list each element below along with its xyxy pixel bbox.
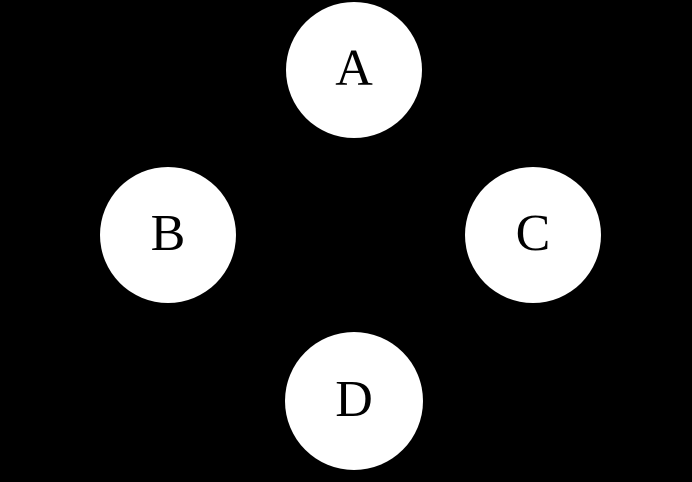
graph-node-c-label: C <box>515 205 551 262</box>
graph-node-c[interactable]: C <box>465 167 601 303</box>
graph-node-b[interactable]: B <box>100 167 236 303</box>
graph-node-b-label: B <box>150 205 186 262</box>
graph-node-a[interactable]: A <box>286 2 422 138</box>
graph-node-a-label: A <box>335 40 373 97</box>
graph-node-d[interactable]: D <box>285 332 423 470</box>
graph-node-d-label: D <box>335 371 373 428</box>
